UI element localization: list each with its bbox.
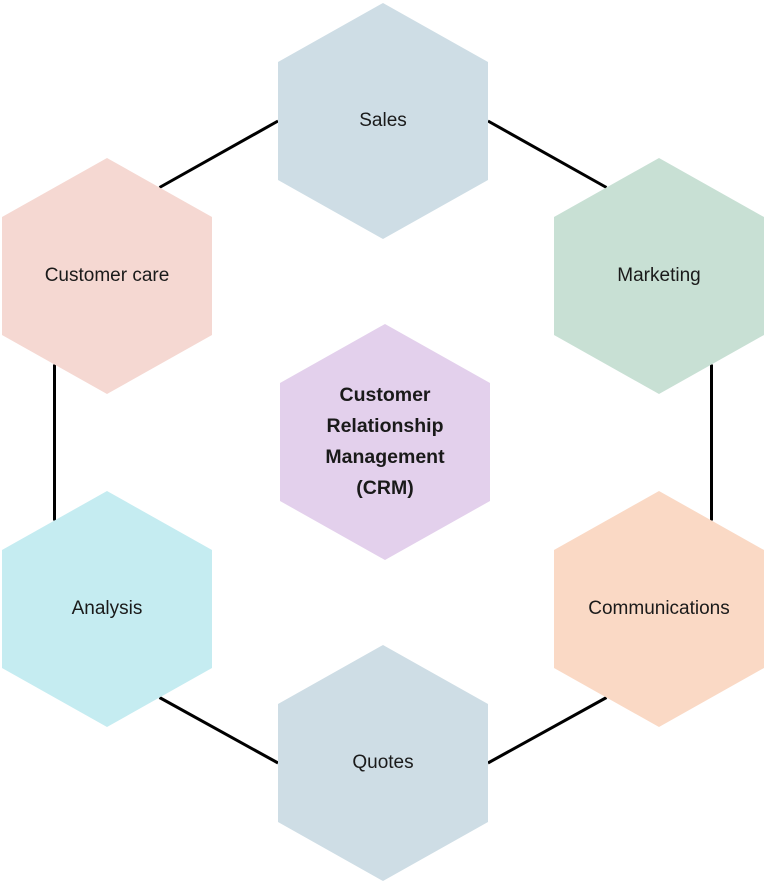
link-communications-quotes [487,696,608,765]
hexagon-sales-label: Sales [359,110,407,132]
hexagon-quotes-label: Quotes [352,752,414,774]
hexagon-crm-label: Customer Relationship Management (CRM) [325,383,445,500]
link-sales-marketing [487,119,608,189]
hexagon-communications-label: Communications [588,598,730,620]
hexagon-analysis-label: Analysis [71,598,143,620]
link-quotes-analysis [158,696,279,765]
hexagon-customer-care-label: Customer care [44,265,170,287]
hexagon-marketing-label: Marketing [617,265,701,287]
link-customercare-sales [158,119,279,189]
